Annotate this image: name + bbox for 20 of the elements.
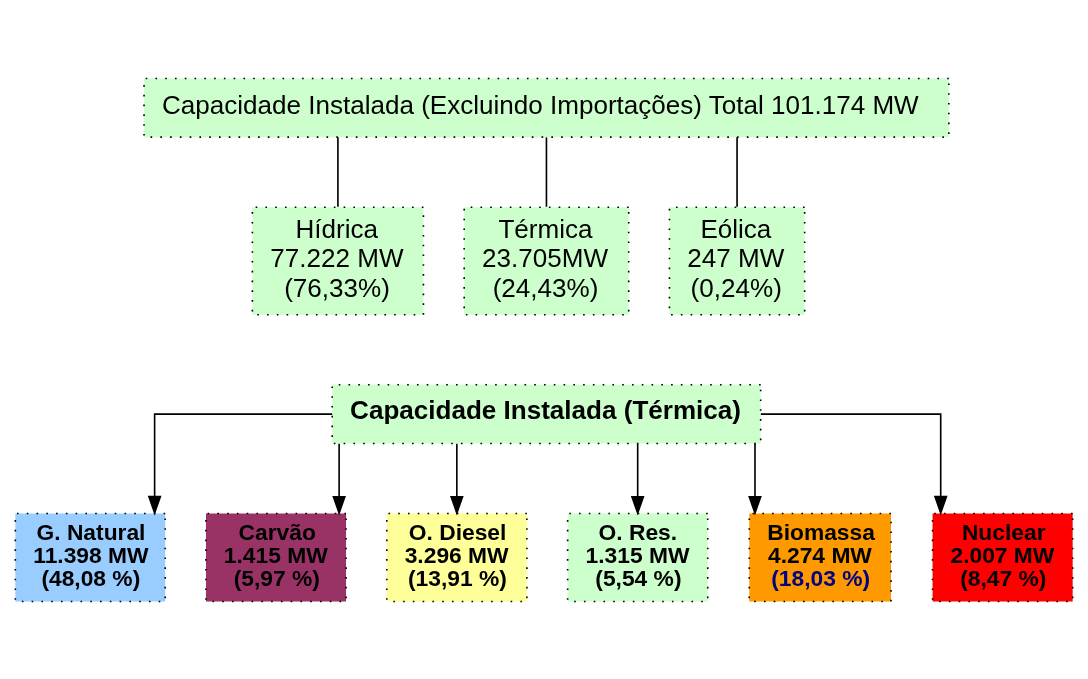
node-box: G. Natural 11.398 MW (48,08 %) bbox=[14, 512, 167, 602]
node-box: O. Diesel 3.296 MW (13,91 %) bbox=[385, 512, 528, 602]
arrow bbox=[147, 412, 333, 515]
node-box: Nuclear 2.007 MW (8,47 %) bbox=[931, 512, 1074, 602]
node-box: Capacidade Instalada (Térmica) bbox=[331, 383, 762, 444]
arrow bbox=[630, 442, 645, 516]
arrow bbox=[748, 442, 762, 516]
node-box: Biomassa 4.274 MW (18,03 %) bbox=[748, 512, 892, 602]
node-box: Hídrica 77.222 MW (76,33%) bbox=[251, 205, 425, 316]
connector bbox=[736, 136, 738, 208]
node-box: Térmica 23.705MW (24,43%) bbox=[463, 205, 630, 316]
connector bbox=[337, 136, 339, 208]
node-box: O. Res. 1.315 MW (5,54 %) bbox=[566, 512, 709, 602]
arrow bbox=[332, 442, 346, 516]
node-box: Eólica 247 MW (0,24%) bbox=[668, 205, 806, 316]
connector bbox=[545, 136, 548, 208]
arrow bbox=[450, 442, 464, 516]
node-box: Capacidade Instalada (Excluindo Importações) Total 101.174 MW bbox=[143, 77, 950, 138]
arrow bbox=[760, 412, 948, 515]
node-box: Carvão 1.415 MW (5,97 %) bbox=[205, 512, 347, 602]
